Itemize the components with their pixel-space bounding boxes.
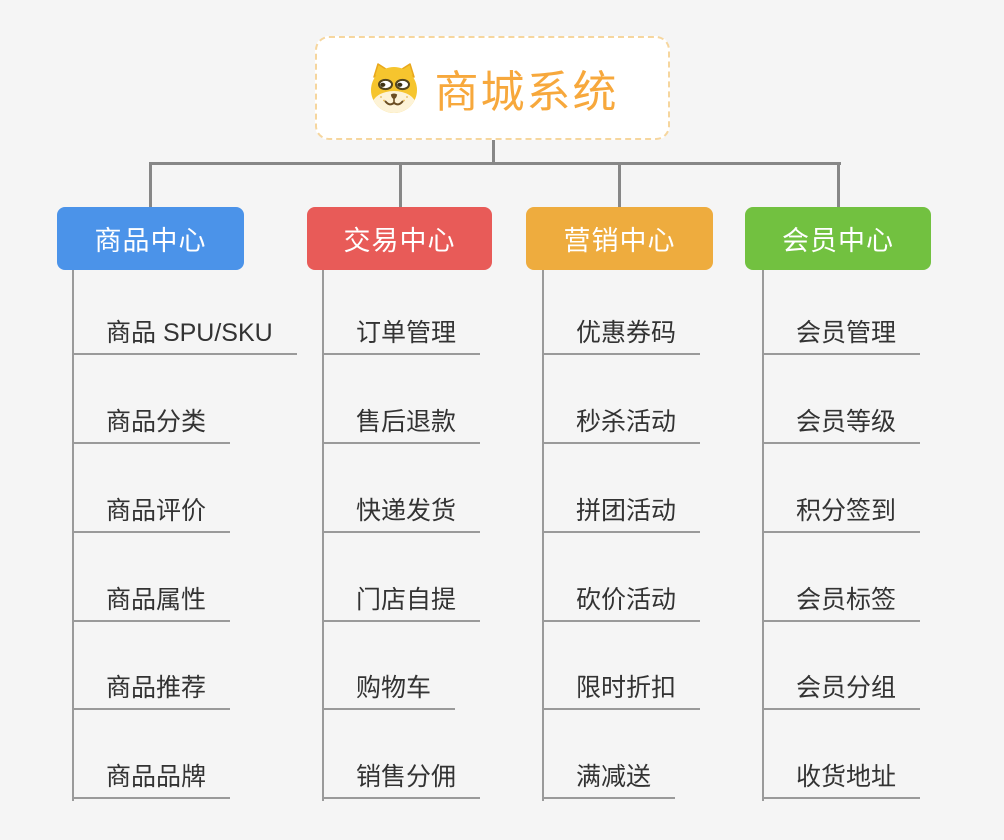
connector-drop-branch-1	[149, 162, 152, 208]
leaf-node[interactable]: 快递发货	[322, 497, 481, 533]
leaf-node[interactable]: 收货地址	[762, 763, 921, 799]
leaf-node[interactable]: 会员等级	[762, 408, 921, 444]
connector-drop-branch-2	[399, 162, 402, 208]
leaf-node[interactable]: 优惠券码	[542, 319, 701, 355]
leaf-node[interactable]: 商品推荐	[72, 674, 231, 710]
branch-spine-2	[322, 270, 324, 801]
root-node[interactable]: 商城系统	[315, 36, 670, 140]
leaf-node[interactable]: 售后退款	[322, 408, 481, 444]
leaf-node[interactable]: 会员分组	[762, 674, 921, 710]
leaf-node[interactable]: 商品评价	[72, 497, 231, 533]
doge-icon	[370, 63, 417, 113]
root-title: 商城系统	[434, 68, 619, 117]
leaf-node[interactable]: 销售分佣	[322, 763, 481, 799]
connector-root-stub	[492, 140, 495, 164]
leaf-node[interactable]: 砍价活动	[542, 586, 701, 622]
branch-node-product-center[interactable]: 商品中心	[57, 207, 244, 270]
connector-drop-branch-3	[618, 162, 621, 208]
branch-node-member-center[interactable]: 会员中心	[745, 207, 931, 270]
leaf-node[interactable]: 满减送	[542, 763, 676, 799]
branch-spine-4	[762, 270, 764, 801]
leaf-node[interactable]: 商品属性	[72, 586, 231, 622]
branch-spine-3	[542, 270, 544, 801]
leaf-node[interactable]: 会员标签	[762, 586, 921, 622]
leaf-node[interactable]: 秒杀活动	[542, 408, 701, 444]
branch-spine-1	[72, 270, 74, 801]
leaf-node[interactable]: 商品品牌	[72, 763, 231, 799]
connector-horizontal-rail	[149, 162, 841, 165]
branch-node-marketing-center[interactable]: 营销中心	[526, 207, 713, 270]
leaf-node[interactable]: 门店自提	[322, 586, 481, 622]
leaf-node[interactable]: 订单管理	[322, 319, 481, 355]
leaf-node[interactable]: 商品分类	[72, 408, 231, 444]
leaf-node[interactable]: 会员管理	[762, 319, 921, 355]
connector-drop-branch-4	[837, 162, 840, 208]
leaf-node[interactable]: 拼团活动	[542, 497, 701, 533]
leaf-node[interactable]: 商品 SPU/SKU	[72, 319, 297, 355]
leaf-node[interactable]: 限时折扣	[542, 674, 701, 710]
leaf-node[interactable]: 积分签到	[762, 497, 921, 533]
branch-node-trade-center[interactable]: 交易中心	[307, 207, 492, 270]
leaf-node[interactable]: 购物车	[322, 674, 456, 710]
